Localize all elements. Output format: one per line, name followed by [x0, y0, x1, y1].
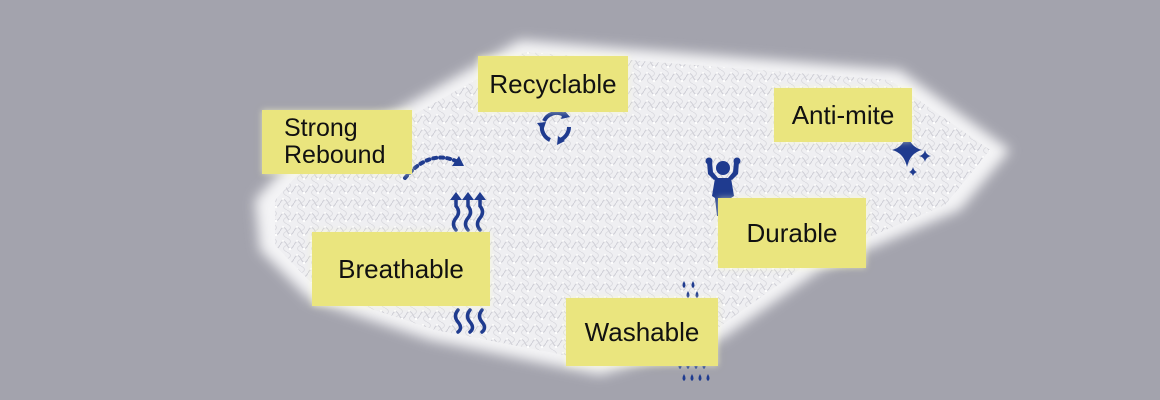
air-waves-up-icon [450, 192, 486, 232]
label-anti-mite: Anti-mite [774, 88, 912, 142]
label-durable: Durable [718, 198, 866, 268]
label-recyclable-text: Recyclable [489, 68, 617, 99]
label-strong-rebound: Strong Rebound [262, 110, 412, 174]
sparkle-icon [892, 133, 931, 176]
label-breathable-text: Breathable [338, 253, 464, 284]
label-anti-mite-text: Anti-mite [791, 99, 895, 130]
recycle-arrows-icon [537, 110, 571, 145]
label-recyclable: Recyclable [478, 56, 628, 112]
label-durable-text: Durable [746, 217, 838, 248]
label-strong-rebound-text: Strong Rebound [284, 113, 386, 169]
air-waves-icon [453, 308, 487, 334]
label-breathable: Breathable [312, 232, 490, 306]
label-washable: Washable [566, 298, 718, 366]
label-washable-text: Washable [584, 316, 700, 347]
